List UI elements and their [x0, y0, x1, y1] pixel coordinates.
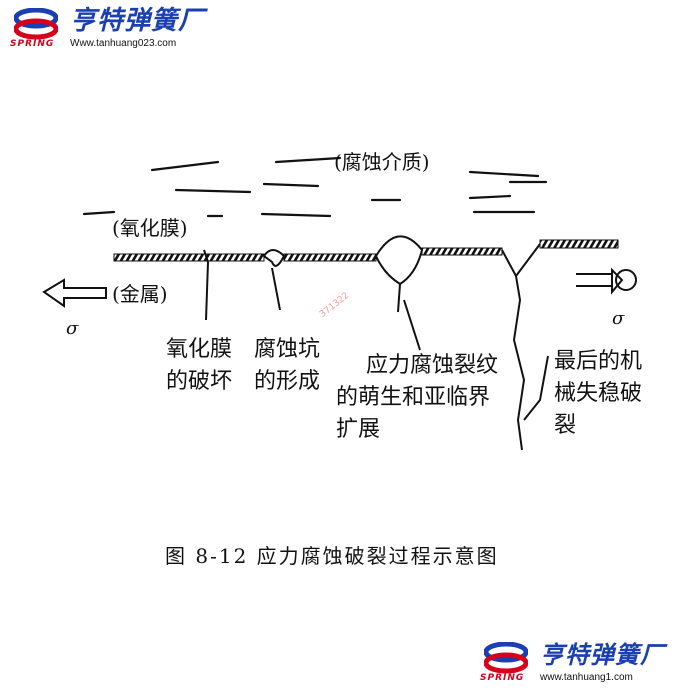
- medium-dash: [468, 170, 540, 178]
- stage-line: 裂: [554, 413, 577, 438]
- brand-name: 亨特弹簧厂: [70, 6, 206, 36]
- figure-caption: 图 8-12 应力腐蚀破裂过程示意图: [165, 544, 499, 568]
- oxide-label: (氧化膜): [112, 216, 188, 240]
- logo-spring-text: SPRING: [10, 39, 55, 49]
- medium-dash: [260, 212, 332, 218]
- spring-logo-icon: [14, 8, 58, 40]
- brand-footer: SPRING 亨特弹簧厂 www.tanhuang1.com: [476, 640, 665, 686]
- medium-dash: [174, 188, 252, 194]
- spring-logo-icon: [484, 642, 528, 674]
- stage-line: 扩展: [336, 417, 381, 442]
- brand-url[interactable]: Www.tanhuang023.com: [70, 38, 177, 49]
- medium-dash: [262, 182, 320, 188]
- medium-dash: [82, 210, 116, 216]
- arrow-right-head: [615, 269, 637, 291]
- sigma-left: σ: [66, 318, 79, 339]
- stage-line: 械失稳破: [554, 381, 643, 406]
- spring-logo: SPRING: [6, 6, 66, 52]
- pit-leader: [271, 267, 281, 311]
- stage-final-fracture: 最后的机 械失稳破 裂: [554, 346, 642, 442]
- crack-leader: [403, 299, 421, 351]
- medium-dash: [150, 160, 220, 172]
- oxide-film-band: [113, 239, 619, 262]
- stage-line: 应力腐蚀裂纹: [366, 353, 499, 378]
- stage-line: 的破坏: [166, 369, 233, 394]
- brand-name: 亨特弹簧厂: [540, 641, 665, 669]
- medium-dash: [274, 156, 342, 164]
- sigma-right: σ: [612, 308, 625, 329]
- logo-spring-text: SPRING: [480, 673, 525, 683]
- stage-line: 最后的机: [554, 349, 643, 374]
- stage-line: 的萌生和亚临界: [336, 385, 491, 410]
- medium-dash: [468, 194, 512, 200]
- final-crack: [501, 243, 541, 278]
- film-break-mark: [203, 249, 210, 321]
- metal-label: (金属): [112, 282, 168, 306]
- stage-crack-growth: 应力腐蚀裂纹 的萌生和亚临界 扩展: [336, 350, 498, 446]
- stage-film-breakage: 氧化膜 的破坏: [166, 334, 232, 398]
- stage-line: 氧化膜: [166, 337, 233, 362]
- brand-header-top: SPRING 亨特弹簧厂 Www.tanhuang023.com: [6, 6, 205, 52]
- arrow-left-icon: [42, 278, 107, 308]
- crack-branch: [397, 283, 401, 313]
- stage-line: 的形成: [254, 369, 321, 394]
- spring-logo: SPRING: [476, 640, 536, 686]
- corrosion-pit: [262, 249, 286, 267]
- crack-initiation-pit: [374, 235, 424, 286]
- final-crack-leader: [523, 355, 549, 421]
- stage-pit-formation: 腐蚀坑 的形成: [254, 334, 320, 398]
- final-crack-path: [512, 275, 526, 451]
- medium-label: (腐蚀介质): [334, 150, 430, 174]
- stage-line: 腐蚀坑: [254, 337, 321, 362]
- brand-url[interactable]: www.tanhuang1.com: [540, 672, 633, 683]
